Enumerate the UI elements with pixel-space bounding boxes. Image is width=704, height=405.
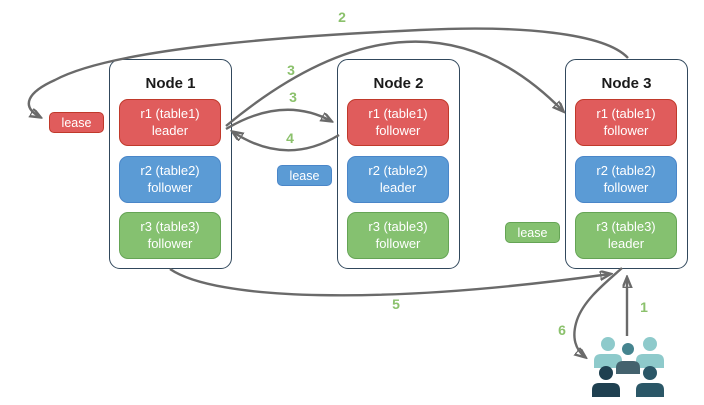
replica-role: follower <box>147 235 193 251</box>
node2-replica-r2: r2 (table2) leader <box>347 156 449 203</box>
replica-name: r1 (table1) <box>368 105 428 121</box>
node-2-title: Node 2 <box>373 75 424 92</box>
replica-name: r2 (table2) <box>596 162 656 178</box>
arrow-step-5 <box>169 268 610 297</box>
node-3-box: Node 3 r1 (table1) follower r2 (table2) … <box>565 59 688 269</box>
node2-replica-r1: r1 (table1) follower <box>347 99 449 146</box>
lease-badge-table2: lease <box>277 165 332 186</box>
replica-name: r3 (table3) <box>140 218 200 234</box>
replica-name: r3 (table3) <box>596 218 656 234</box>
replica-name: r1 (table1) <box>596 105 656 121</box>
replica-role: leader <box>379 179 417 195</box>
node3-replica-r3: r3 (table3) leader <box>575 212 677 259</box>
replica-name: r1 (table1) <box>140 105 200 121</box>
lease-badge-table3: lease <box>505 222 560 243</box>
replica-role: leader <box>151 122 189 138</box>
users-group-icon <box>592 337 664 397</box>
node-1-box: Node 1 r1 (table1) leader r2 (table2) fo… <box>109 59 232 269</box>
step-1-label: 1 <box>640 299 648 315</box>
replica-name: r2 (table2) <box>368 162 428 178</box>
node1-replica-r1: r1 (table1) leader <box>119 99 221 146</box>
replica-role: leader <box>607 235 645 251</box>
arrow-step-3-to-node2 <box>225 108 331 131</box>
node3-replica-r1: r1 (table1) follower <box>575 99 677 146</box>
step-4-label: 4 <box>286 130 294 146</box>
lease-badge-table1: lease <box>49 112 104 133</box>
replica-role: follower <box>147 179 193 195</box>
node-1-title: Node 1 <box>145 75 196 92</box>
replica-role: follower <box>603 179 649 195</box>
step-3a-label: 3 <box>287 62 295 78</box>
step-3b-label: 3 <box>289 89 297 105</box>
replica-name: r3 (table3) <box>368 218 428 234</box>
node1-replica-r3: r3 (table3) follower <box>119 212 221 259</box>
node-2-box: Node 2 r1 (table1) follower r2 (table2) … <box>337 59 460 269</box>
replica-role: follower <box>375 235 421 251</box>
step-2-label: 2 <box>338 9 346 25</box>
step-5-label: 5 <box>392 296 400 312</box>
replica-role: follower <box>603 122 649 138</box>
replica-role: follower <box>375 122 421 138</box>
node1-replica-r2: r2 (table2) follower <box>119 156 221 203</box>
node3-replica-r2: r2 (table2) follower <box>575 156 677 203</box>
node-3-title: Node 3 <box>601 75 652 92</box>
replica-name: r2 (table2) <box>140 162 200 178</box>
step-6-label: 6 <box>558 322 566 338</box>
node2-replica-r3: r3 (table3) follower <box>347 212 449 259</box>
